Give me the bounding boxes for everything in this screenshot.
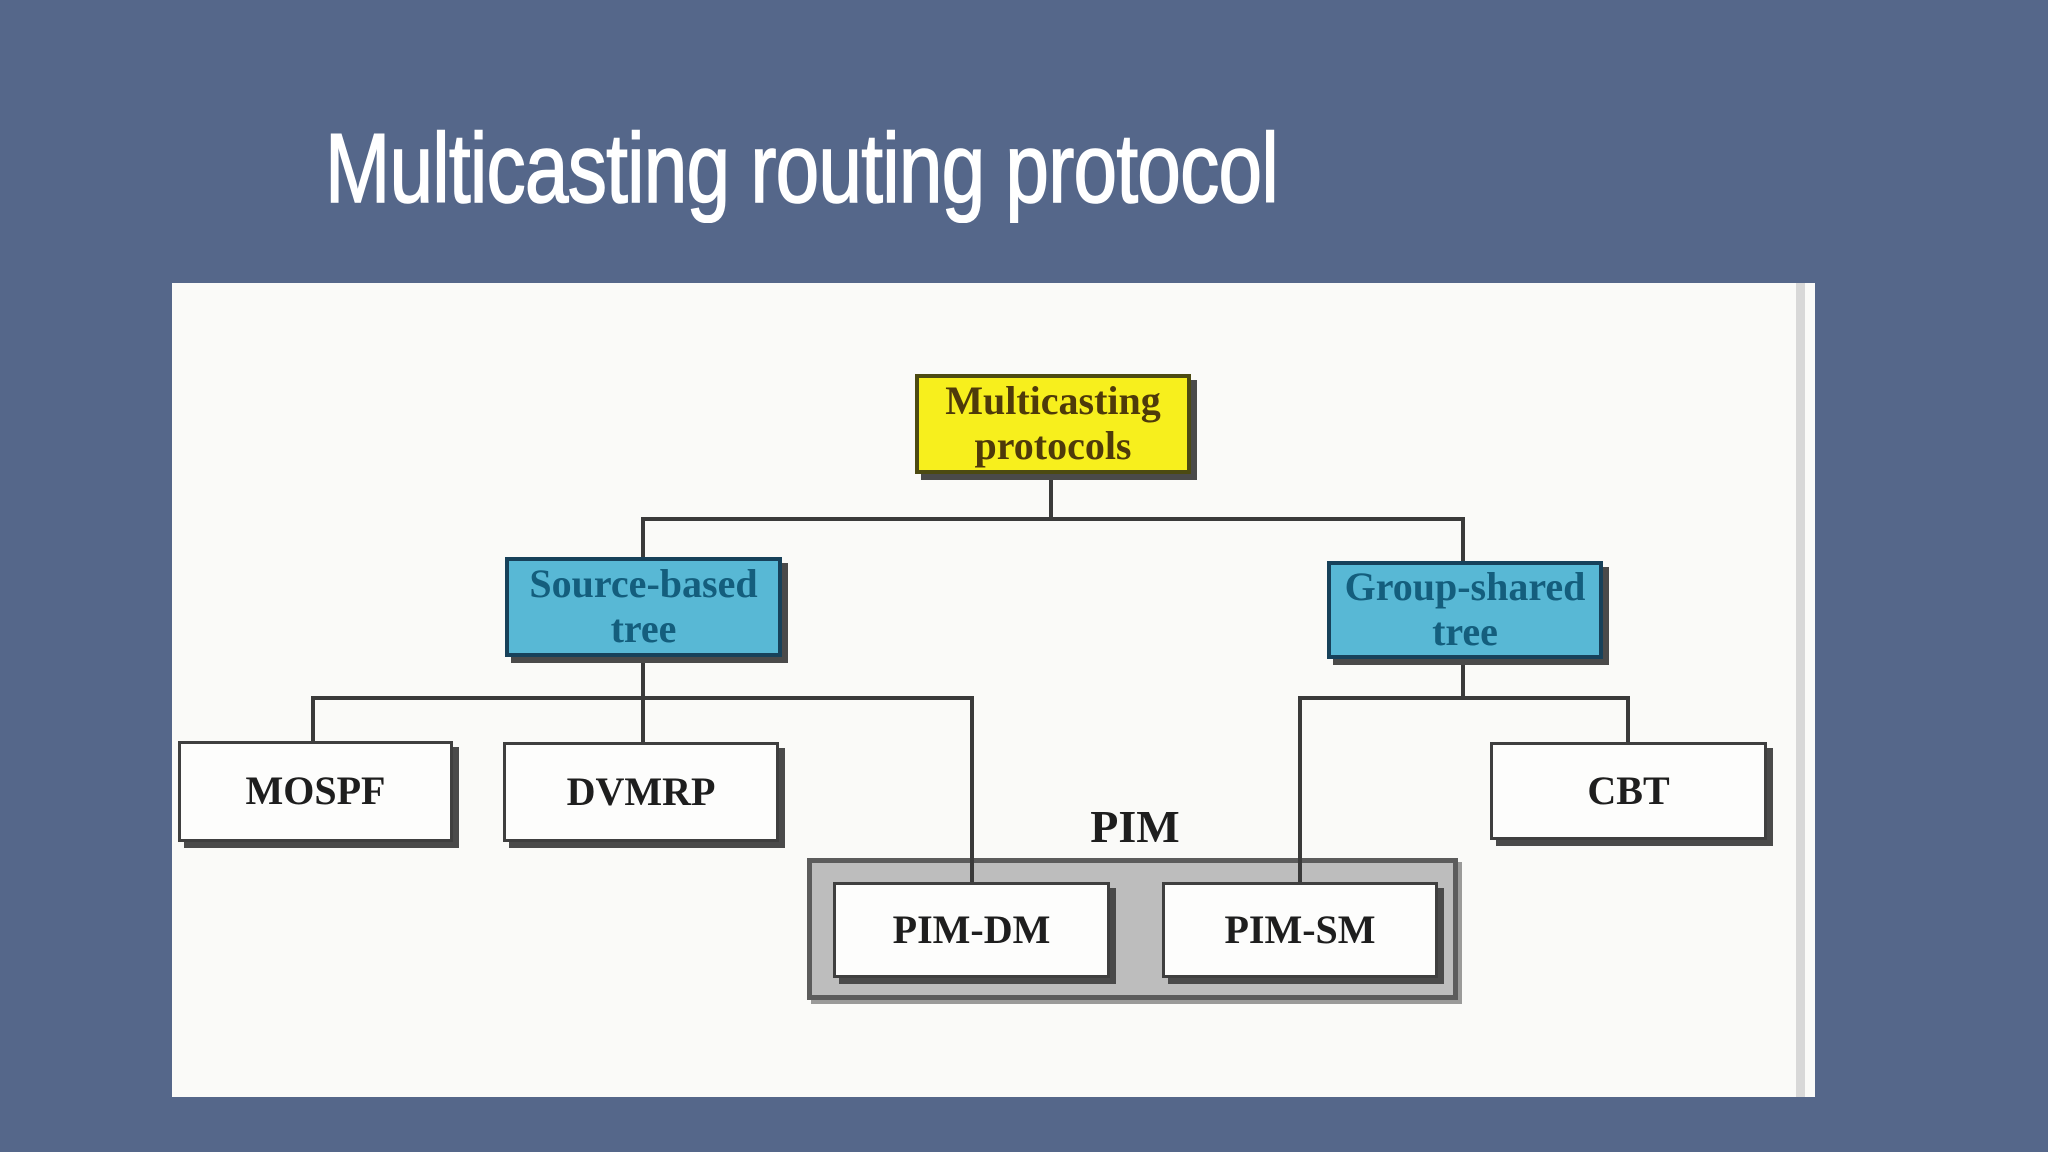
node-dvmrp: DVMRP <box>503 742 779 842</box>
node-pim-sm: PIM-SM <box>1162 882 1438 978</box>
connector-drop-dvmrp <box>641 696 645 744</box>
connector-root-riser <box>1049 474 1053 519</box>
connector-source-riser <box>641 657 645 700</box>
node-cbt: CBT <box>1490 742 1767 840</box>
slide-title: Multicasting routing protocol <box>324 112 1279 224</box>
node-mospf: MOSPF <box>178 741 453 842</box>
pim-group-label: PIM <box>1090 801 1180 852</box>
connector-drop-pim-sm <box>1298 696 1302 884</box>
diagram-panel: Multicasting protocols Source-based tree… <box>172 283 1815 1097</box>
connector-drop-pim-dm <box>970 696 974 884</box>
connector-group-riser <box>1461 659 1465 700</box>
node-multicasting-protocols: Multicasting protocols <box>915 374 1191 474</box>
node-group-shared-tree: Group-shared tree <box>1327 561 1603 659</box>
connector-level1-horizontal <box>641 517 1465 521</box>
panel-right-strip <box>1796 283 1805 1097</box>
connector-drop-group <box>1461 517 1465 565</box>
connector-drop-mospf <box>311 696 315 744</box>
node-pim-dm: PIM-DM <box>833 882 1110 978</box>
node-source-based-tree: Source-based tree <box>505 557 782 657</box>
connector-drop-source <box>641 517 645 561</box>
connector-level2-right-horizontal <box>1298 696 1630 700</box>
connector-drop-cbt <box>1626 696 1630 744</box>
